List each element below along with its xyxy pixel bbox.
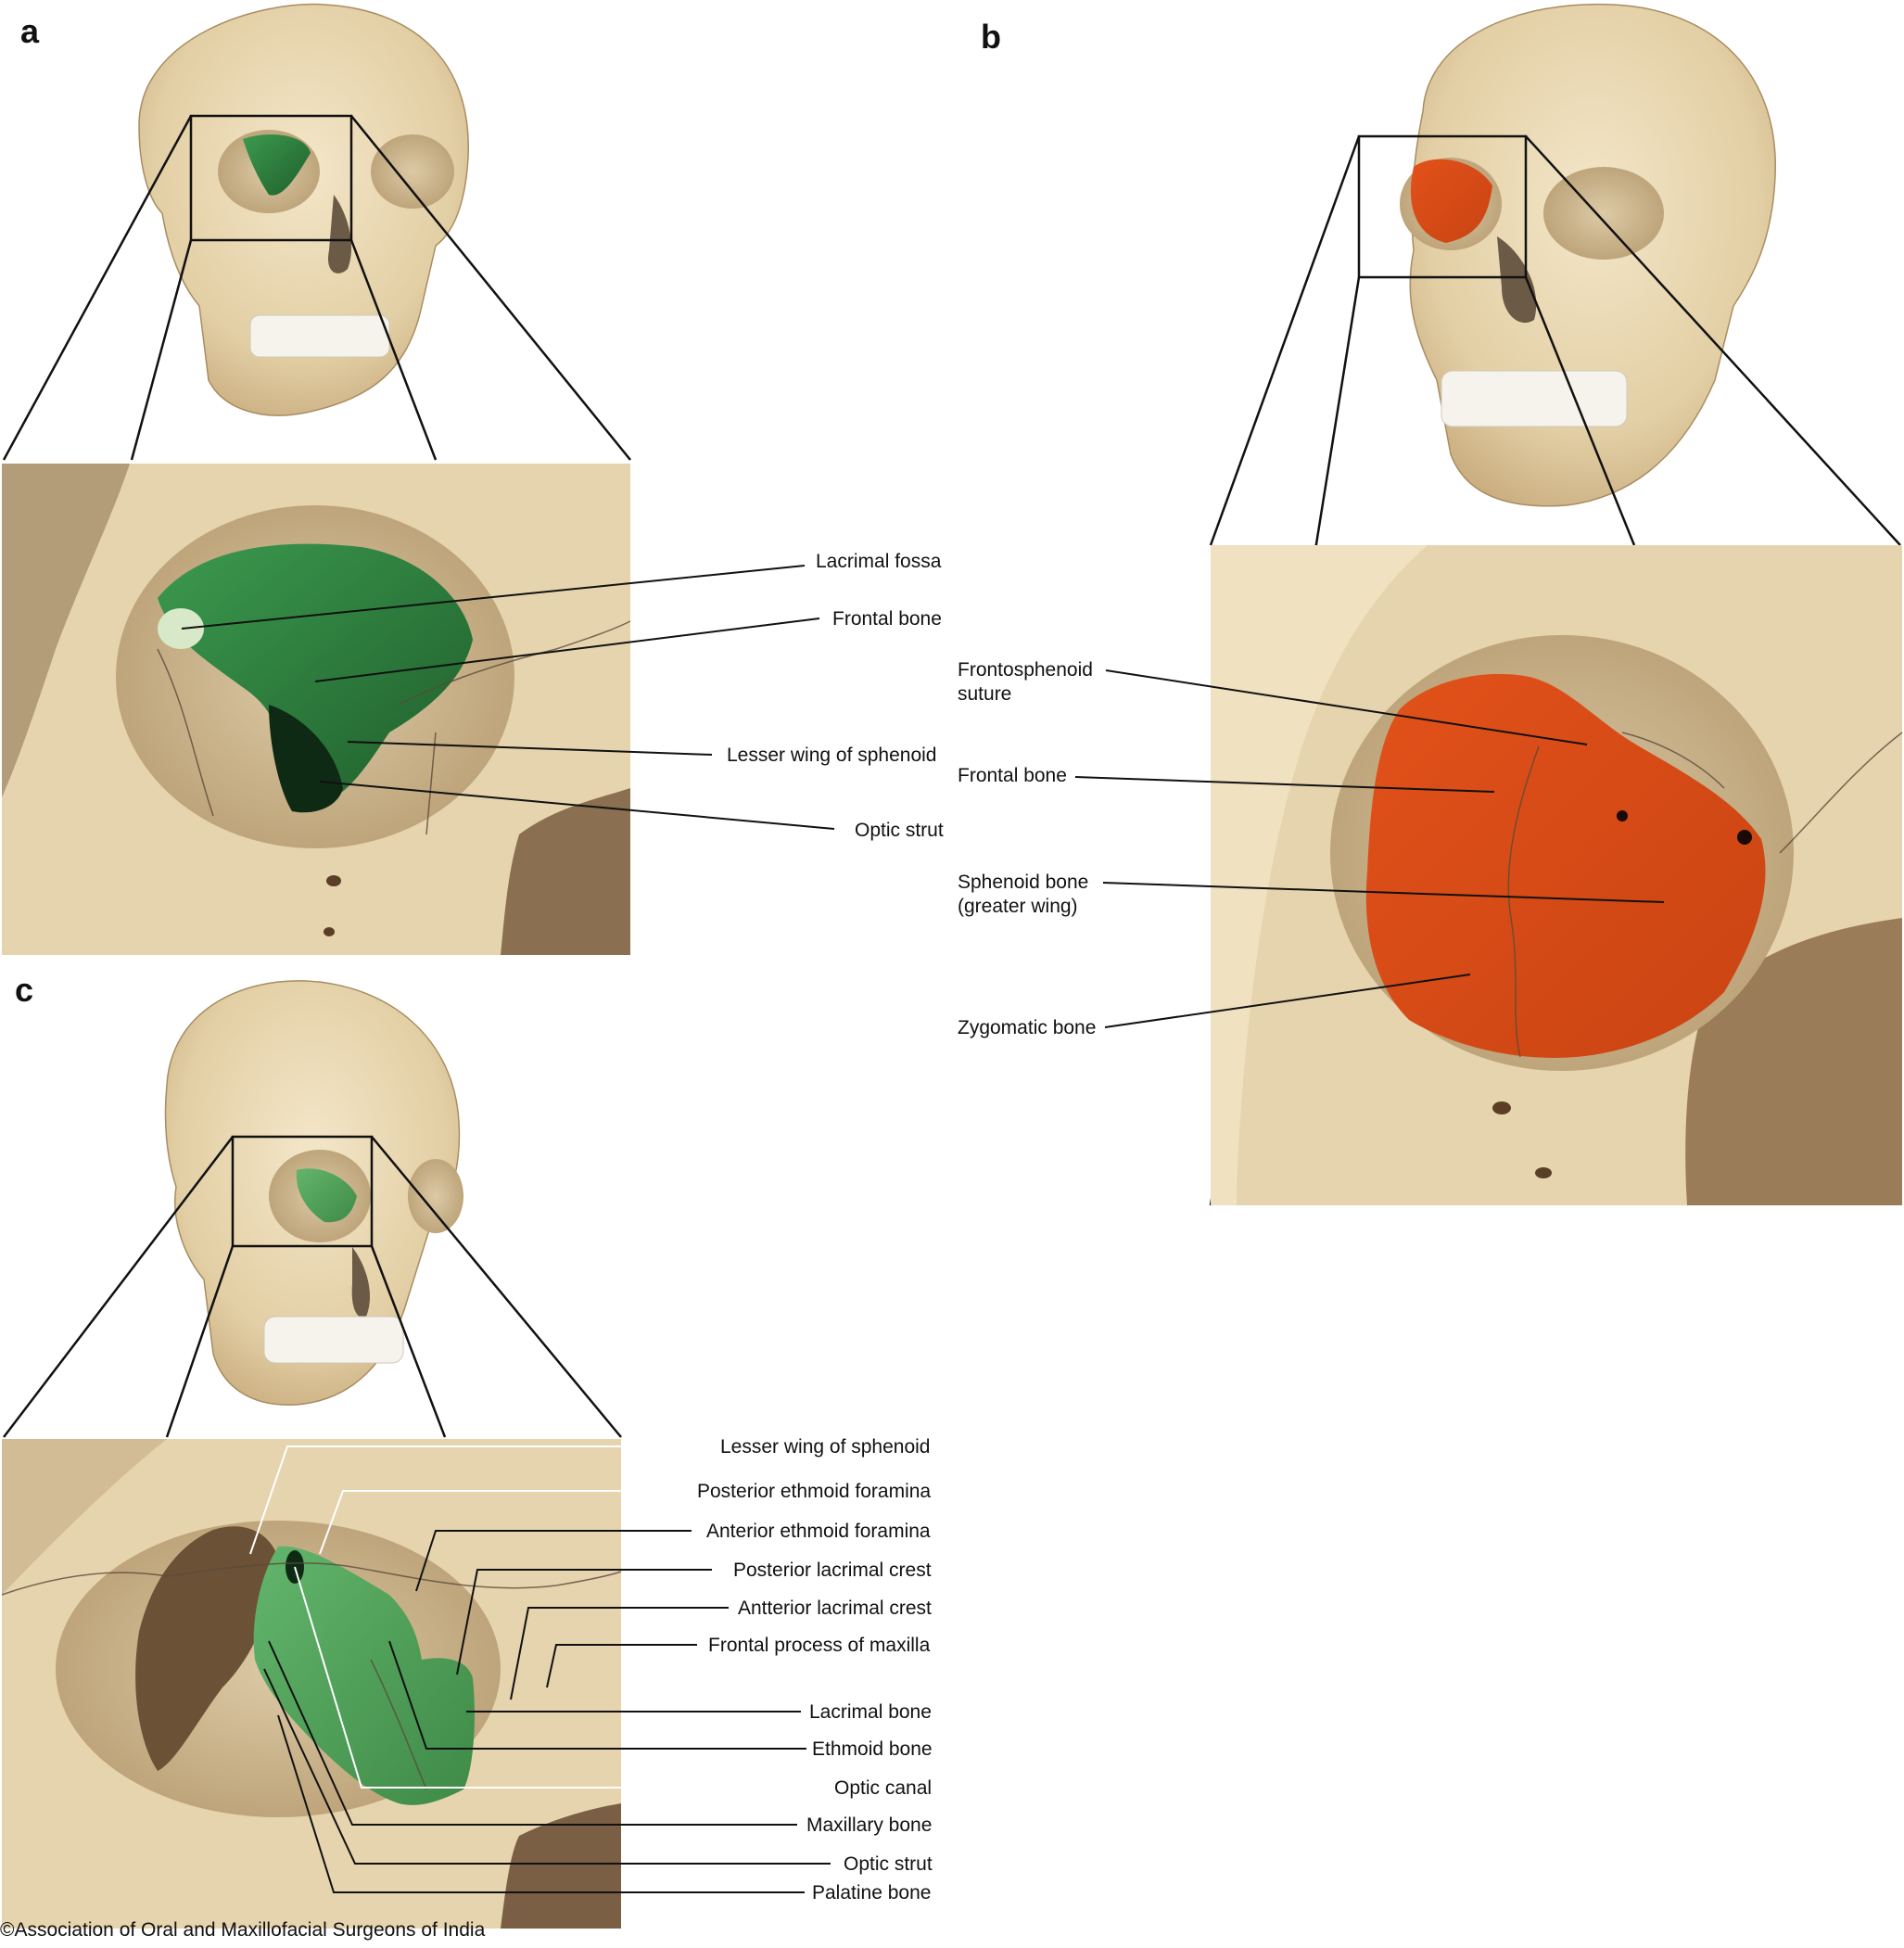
- label-optic-canal: Optic canal: [834, 1777, 932, 1799]
- label-sphenoid-line2: (greater wing): [958, 896, 1078, 917]
- skull-thumbnail-c: [164, 980, 463, 1406]
- panel-letter-b: b: [981, 18, 1001, 56]
- label-frontosphenoid-line1: Frontosphenoid: [958, 659, 1093, 681]
- zoom-photo-b: [1211, 545, 1903, 1205]
- zoom-box-a: [189, 114, 353, 242]
- label-zygomatic-bone: Zygomatic bone: [958, 1017, 1096, 1038]
- label-palatine-bone: Palatine bone: [812, 1882, 931, 1903]
- label-ethmoid-bone: Ethmoid bone: [812, 1738, 933, 1760]
- label-lacrimal-fossa: Lacrimal fossa: [816, 551, 942, 572]
- panel-letter-c: c: [15, 971, 33, 1009]
- skull-thumbnail-a: [138, 3, 469, 416]
- panel-letter-a: a: [20, 12, 40, 50]
- label-frontal-bone-a: Frontal bone: [832, 608, 942, 630]
- label-sphenoid-line1: Sphenoid bone: [958, 872, 1088, 893]
- label-lesser-wing-a: Lesser wing of sphenoid: [727, 745, 936, 766]
- label-lesser-wing-c: Lesser wing of sphenoid: [720, 1436, 930, 1458]
- label-frontal-process-maxilla: Frontal process of maxilla: [708, 1635, 931, 1656]
- zoom-box-b: [1357, 134, 1528, 279]
- zoom-box-c: [231, 1135, 374, 1248]
- panel-b: b: [958, 3, 1903, 1206]
- label-posterior-lacrimal-crest: Posterior lacrimal crest: [733, 1560, 932, 1581]
- label-anterior-lacrimal-crest: Antterior lacrimal crest: [738, 1598, 932, 1619]
- copyright-credit: ©Association of Oral and Maxillofacial S…: [0, 1919, 486, 1941]
- panel-c: c: [1, 971, 933, 1929]
- label-frontosphenoid-line2: suture: [958, 683, 1011, 705]
- label-lacrimal-bone: Lacrimal bone: [809, 1701, 932, 1723]
- panel-a: a: [2, 3, 944, 955]
- label-optic-strut-c: Optic strut: [844, 1853, 933, 1875]
- label-optic-strut-a: Optic strut: [855, 820, 944, 841]
- label-maxillary-bone: Maxillary bone: [806, 1814, 932, 1836]
- label-anterior-ethmoid-foramina: Anterior ethmoid foramina: [706, 1521, 931, 1542]
- label-posterior-ethmoid-foramina: Posterior ethmoid foramina: [697, 1481, 931, 1502]
- zoom-photo-c: [1, 1439, 622, 1929]
- label-frontal-bone-b: Frontal bone: [958, 765, 1067, 786]
- lacrimal-fossa-highlight: [158, 608, 204, 649]
- zoom-photo-a: [2, 464, 631, 955]
- skull-thumbnail-b: [1400, 3, 1776, 507]
